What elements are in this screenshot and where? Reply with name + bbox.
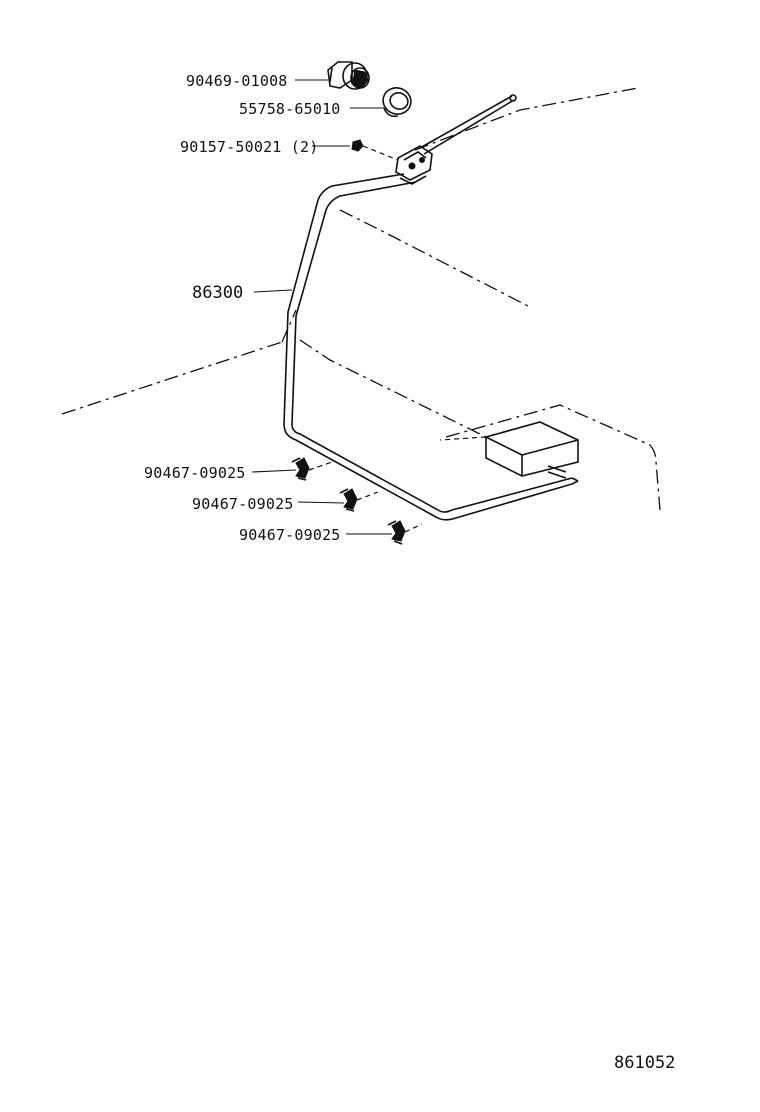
leader-lines [251, 79, 392, 535]
grommet-icon [382, 87, 412, 118]
label-86300: 86300 [192, 283, 243, 303]
figure-code: 861052 [614, 1053, 675, 1073]
label-90469-01008: 90469-01008 [186, 72, 288, 90]
vehicle-body-outline [61, 87, 661, 511]
nut-icon [327, 61, 370, 90]
label-55758-65010: 55758-65010 [239, 100, 341, 118]
amplifier-box [439, 421, 579, 479]
label-clamp-2: 90467-09025 [192, 495, 294, 513]
clamp-icon-3 [387, 520, 423, 545]
antenna-cable-86300 [283, 173, 579, 521]
clamp-icon-1 [291, 457, 333, 481]
antenna-base-icon [395, 145, 433, 185]
label-90157-50021: 90157-50021 (2) [180, 138, 318, 156]
label-clamp-3: 90467-09025 [239, 526, 341, 544]
antenna-mast [419, 94, 517, 155]
label-clamp-1: 90467-09025 [144, 464, 246, 482]
screw-icon [351, 139, 399, 161]
clamp-icon-2 [339, 488, 379, 512]
